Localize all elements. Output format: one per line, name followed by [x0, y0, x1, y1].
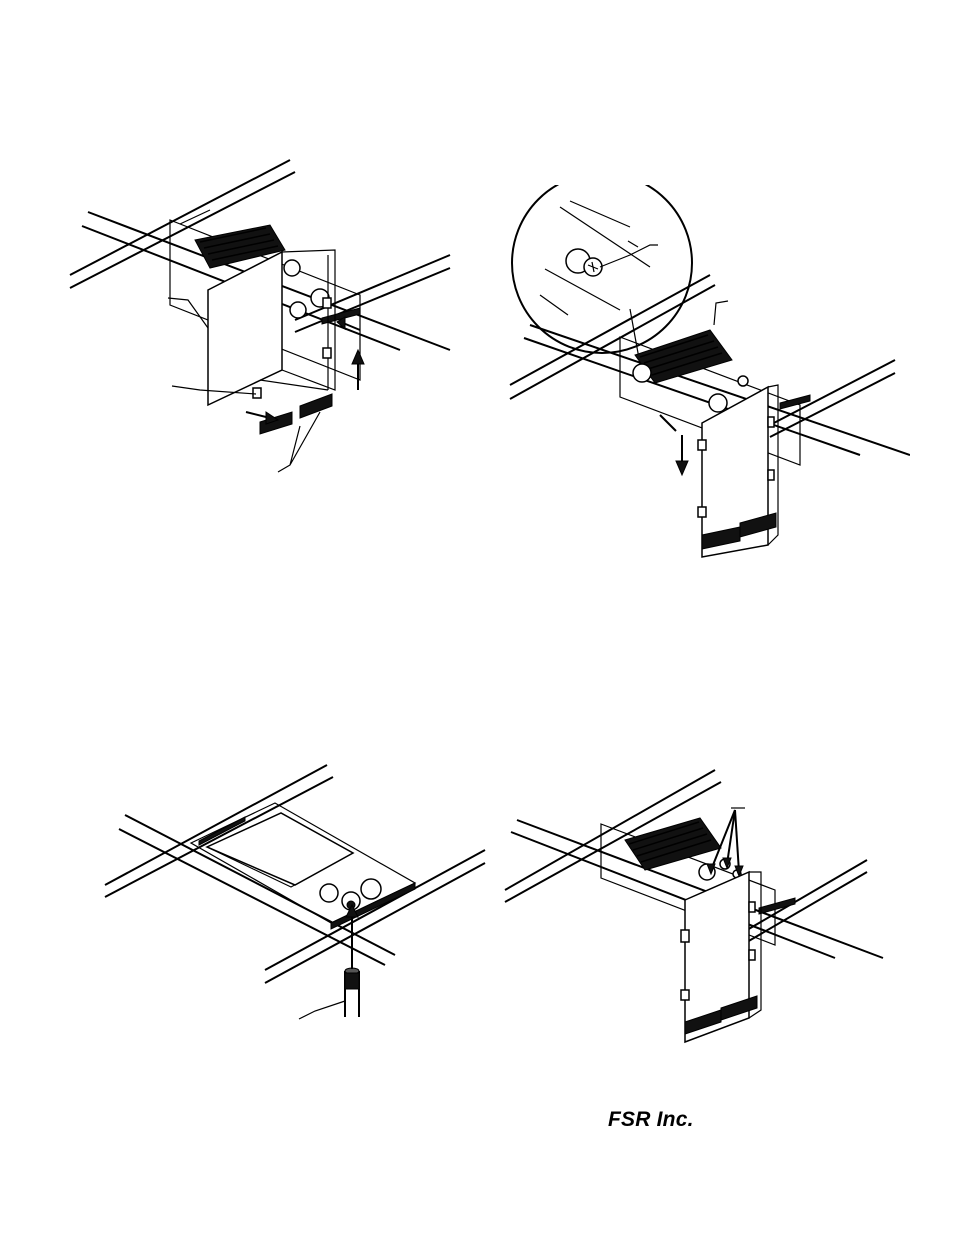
clip-icon [698, 440, 706, 450]
clip-icon [323, 348, 331, 358]
brand-logo-text: FSR Inc. [608, 1108, 694, 1132]
clip-icon [681, 990, 689, 1000]
clip-icon [698, 507, 706, 517]
figure-cover-open-drawing [495, 760, 885, 1050]
clip-icon [681, 930, 689, 942]
clip-icon [768, 470, 774, 480]
knockout-icon [320, 884, 338, 902]
figure-hinge-detail-drawing [500, 185, 910, 565]
clip-icon [253, 388, 261, 398]
figure-cover-open [495, 760, 885, 1050]
figure-conduit-entry [95, 755, 495, 1030]
clip-icon [749, 950, 755, 960]
push-arrow-icon [352, 350, 364, 390]
clip-icon [323, 298, 331, 308]
knockout-icon [738, 376, 748, 386]
clip-icon [768, 417, 774, 427]
hinge-loop-icon [633, 364, 651, 382]
clip-icon [749, 902, 755, 912]
knockout-icon [284, 260, 300, 276]
figure-conduit-entry-drawing [95, 755, 495, 1030]
figure-hinge-detail [500, 185, 910, 565]
figure-cover-install-drawing [60, 150, 460, 490]
conduit-pipe-icon [345, 968, 359, 1017]
knockout-icon [290, 302, 306, 318]
figure-cover-install [60, 150, 460, 490]
knockout-icon [709, 394, 727, 412]
heat-sink-icon [625, 818, 721, 870]
knockout-icon [361, 879, 381, 899]
down-arrow-icon [660, 415, 688, 475]
